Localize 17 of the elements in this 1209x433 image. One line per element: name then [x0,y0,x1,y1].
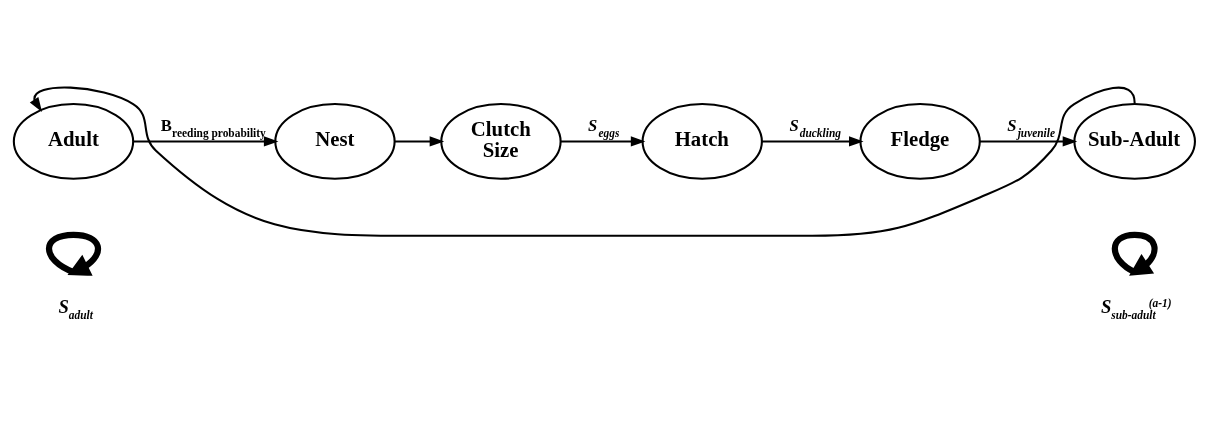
edge-label: B$_{reeding probability}$ [160,115,266,139]
arrow [979,135,1078,146]
arrow [29,86,1136,237]
arrow [761,135,864,146]
edge-label: S$_{duckling}$ [789,115,841,139]
edge-label: S$_{juvenile}$ [1007,115,1056,139]
node-ellipse: Hatch [641,102,763,180]
node-ellipse: Adult [12,102,135,180]
arrow [560,135,646,146]
arrow [133,135,279,146]
arrow [394,135,445,146]
label: S$_{adult}$ [58,295,93,321]
node-ellipse: Fledge [859,102,981,180]
node-ellipse: Sub-Adult [1073,102,1196,180]
node-ellipse: Clutch Size [440,102,562,180]
node-ellipse: Nest [274,102,396,180]
edge-label: S$_{eggs}$ [588,115,620,139]
